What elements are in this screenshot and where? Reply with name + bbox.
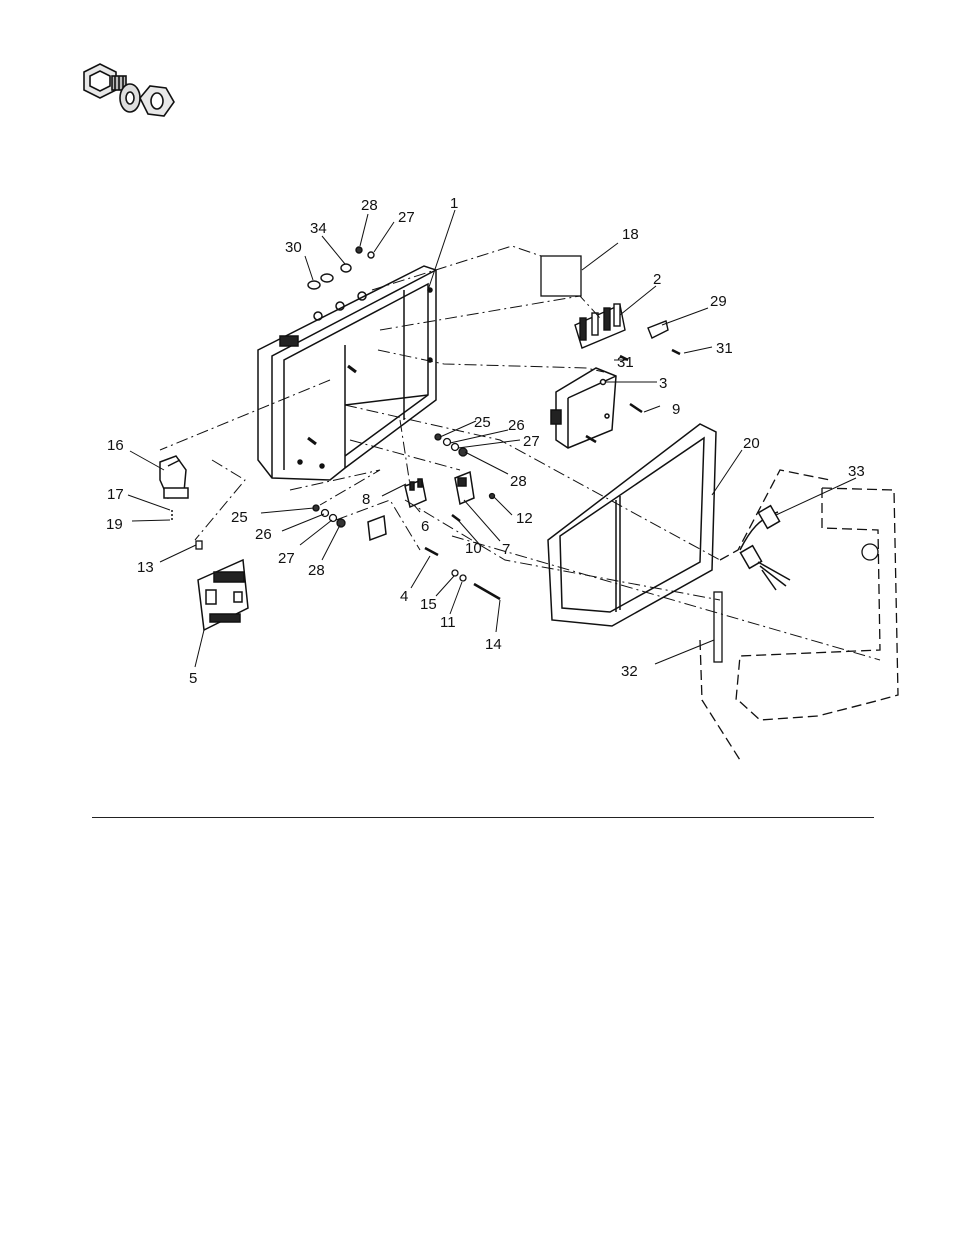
callout-18: 18: [622, 226, 639, 243]
callout-25-right: 25: [474, 414, 491, 431]
side-panel-outline: [700, 470, 898, 760]
callout-19: 19: [106, 516, 123, 533]
callout-12: 12: [516, 510, 533, 527]
callout-33: 33: [848, 463, 865, 480]
callout-26-left: 26: [255, 526, 272, 543]
grommets: [308, 247, 374, 289]
callout-7: 7: [502, 541, 510, 558]
connector-plug: [160, 456, 188, 520]
callout-8: 8: [362, 491, 370, 508]
callout-30: 30: [285, 239, 302, 256]
cable-harness: [740, 506, 790, 590]
callout-10: 10: [465, 540, 482, 557]
callout-20: 20: [743, 435, 760, 452]
callout-31-left: 31: [617, 354, 634, 371]
horizontal-rule: [92, 817, 874, 818]
control-module: [551, 368, 616, 448]
callout-14: 14: [485, 636, 502, 653]
callout-28-left: 28: [308, 562, 325, 579]
callout-34: 34: [310, 220, 327, 237]
callout-31-right: 31: [716, 340, 733, 357]
callout-6: 6: [421, 518, 429, 535]
terminal-block: [575, 304, 625, 348]
callout-29: 29: [710, 293, 727, 310]
callout-32: 32: [621, 663, 638, 680]
callout-28-right: 28: [510, 473, 527, 490]
callout-27-right: 27: [523, 433, 540, 450]
callout-16: 16: [107, 437, 124, 454]
callout-13: 13: [137, 559, 154, 576]
callout-27-left: 27: [278, 550, 295, 567]
callout-26-right: 26: [508, 417, 525, 434]
label-plate: [541, 256, 581, 296]
callout-28-top: 28: [361, 197, 378, 214]
callout-9: 9: [672, 401, 680, 418]
gasket-frame: [548, 424, 716, 626]
callout-2: 2: [653, 271, 661, 288]
control-box-enclosure: [258, 266, 436, 480]
callout-15: 15: [420, 596, 437, 613]
callout-27-top: 27: [398, 209, 415, 226]
seal-strip: [714, 592, 722, 662]
callout-4: 4: [400, 588, 408, 605]
circuit-board: [198, 560, 248, 630]
panel-hole: [862, 544, 878, 560]
callout-11: 11: [440, 614, 456, 631]
bolt-washer-nut-icon: [84, 64, 174, 116]
callout-25-left: 25: [231, 509, 248, 526]
callout-1: 1: [450, 195, 458, 212]
callout-5: 5: [189, 670, 197, 687]
standoff: [196, 541, 202, 549]
callout-3: 3: [659, 375, 667, 392]
callout-17: 17: [107, 486, 124, 503]
